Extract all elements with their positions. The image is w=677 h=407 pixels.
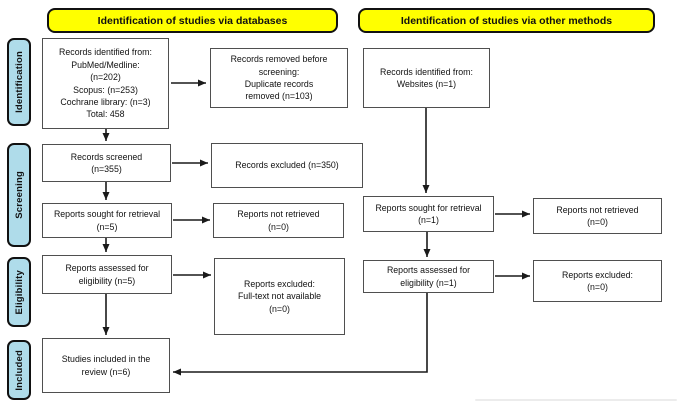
stage-label-identification: Identification [7,38,31,126]
box-reports-sought-databases: Reports sought for retrieval (n=5) [42,203,172,238]
box-reports-not-retrieved-databases: Reports not retrieved (n=0) [213,203,344,238]
stage-label-text: Eligibility [13,269,25,315]
box-records-removed-before-screening: Records removed before screening: Duplic… [210,48,348,108]
stage-label-text: Identification [13,51,25,113]
box-reports-excluded-fulltext: Reports excluded: Full-text not availabl… [214,258,345,335]
box-records-identified-databases: Records identified from: PubMed/Medline:… [42,38,169,129]
stage-label-text: Screening [13,171,25,219]
box-reports-not-retrieved-other: Reports not retrieved (n=0) [533,198,662,234]
stage-label-eligibility: Eligibility [7,257,31,327]
stage-label-screening: Screening [7,143,31,247]
banner-databases: Identification of studies via databases [47,8,338,33]
box-records-screened: Records screened (n=355) [42,144,171,182]
box-reports-excluded-other: Reports excluded: (n=0) [533,260,662,302]
banner-other-methods: Identification of studies via other meth… [358,8,655,33]
box-reports-sought-other: Reports sought for retrieval (n=1) [363,196,494,232]
box-reports-assessed-other: Reports assessed for eligibility (n=1) [363,260,494,293]
box-records-identified-websites: Records identified from: Websites (n=1) [363,48,490,108]
box-records-excluded: Records excluded (n=350) [211,143,363,188]
box-studies-included: Studies included in the review (n=6) [42,338,170,393]
bottom-rule [475,399,677,401]
stage-label-text: Included [13,349,25,391]
box-reports-assessed-databases: Reports assessed for eligibility (n=5) [42,255,172,294]
stage-label-included: Included [7,340,31,400]
